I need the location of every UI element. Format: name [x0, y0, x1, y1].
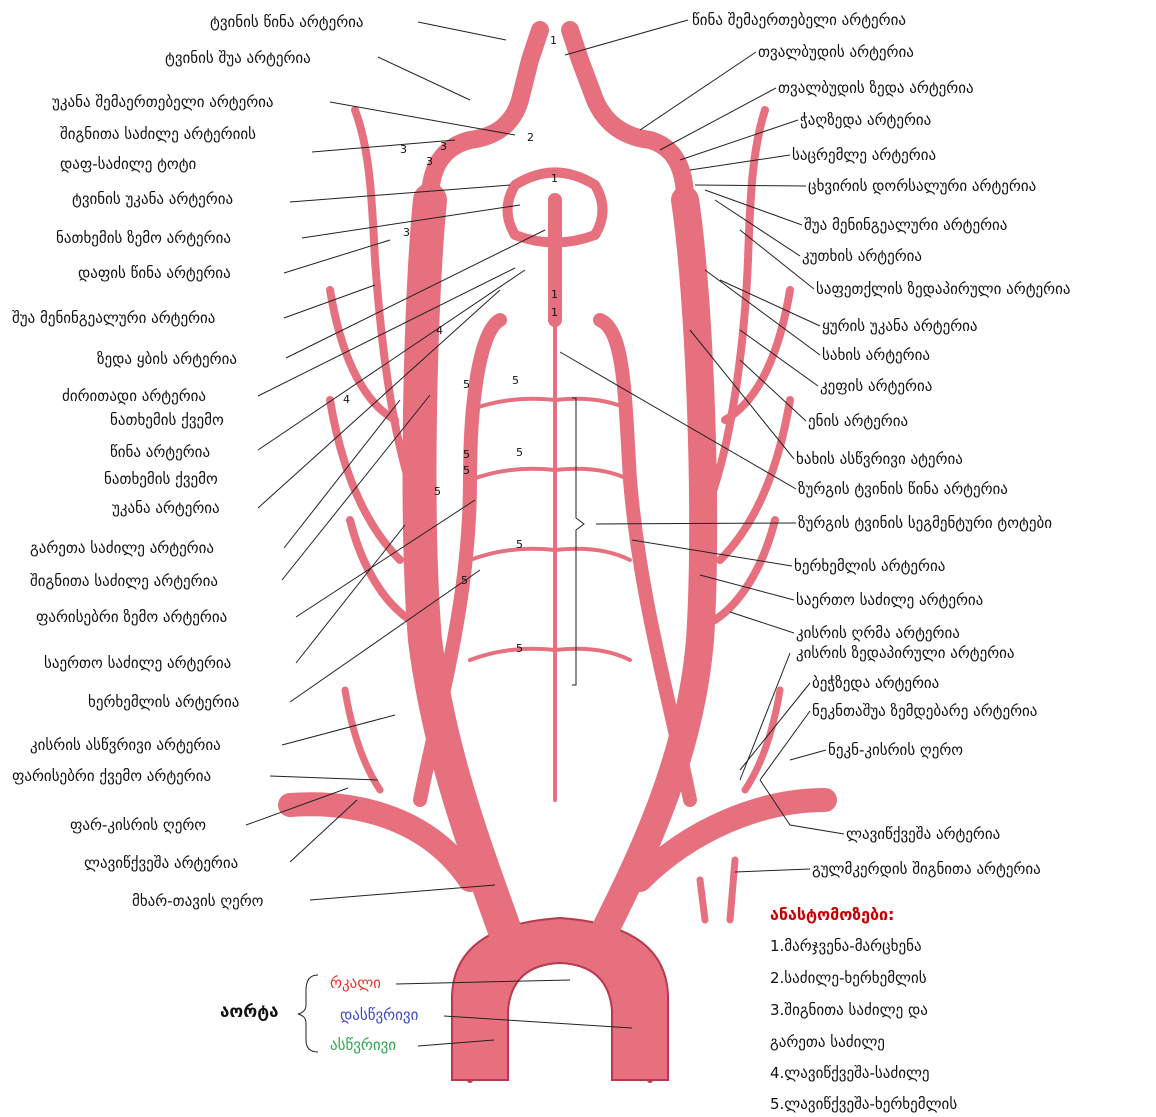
legend-item: 3.შიგნითა საძილე და [770, 1001, 928, 1019]
label-right: ნეკნთაშუა ზემდებარე არტერია [812, 702, 1037, 720]
label-left: ფარისებრი ზემო არტერია [36, 608, 227, 626]
label-left: დაფ-საძილე ტოტი [60, 155, 197, 173]
right-labels: წინა შემაერთებელი არტერია თვალბუდის არტე… [692, 11, 1070, 878]
label-right: ზურგის ტვინის წინა არტერია [798, 480, 1008, 498]
number-marker: 5 [516, 538, 523, 551]
label-left: ლავიწქვეშა არტერია [84, 854, 238, 872]
aorta-labels: აორტა რკალი დასწვრივი ასწვრივი [220, 974, 632, 1054]
label-right: საფეთქლის ზედაპირული არტერია [816, 280, 1070, 298]
number-marker: 5 [434, 485, 441, 498]
label-left: მხარ-თავის ღერო [132, 892, 264, 910]
number-marker: 5 [516, 642, 523, 655]
label-right: საცრემლე არტერია [792, 146, 936, 164]
label-right: ენის არტერია [808, 412, 908, 430]
label-left: ძირითადი არტერია [62, 387, 206, 405]
label-left: უკანა შემაერთებელი არტერია [52, 93, 274, 111]
label-right: ჭაღზედა არტერია [800, 111, 931, 129]
label-right: თვალბუდის ზედა არტერია [778, 79, 974, 97]
label-left: ფარისებრი ქვემო არტერია [12, 767, 211, 785]
label-left: საერთო საძილე არტერია [44, 654, 231, 672]
label-left: უკანა არტერია [112, 499, 220, 517]
label-left: ხერხემლის არტერია [88, 693, 239, 711]
neck-branches [345, 690, 780, 920]
aortic-arch-fill [452, 918, 668, 1080]
label-right: კუთხის არტერია [802, 247, 922, 265]
left-vertebral [600, 320, 690, 800]
number-marker: 5 [463, 378, 470, 391]
right-subclavian [290, 804, 470, 880]
segmental-bracket [572, 398, 584, 685]
label-right: საერთო საძილე არტერია [796, 591, 983, 609]
internal-carotid-right-top [430, 30, 540, 200]
label-right: ხერხემლის არტერია [794, 557, 945, 575]
label-left: ტვინის შუა არტერია [165, 49, 311, 67]
label-right: ზურგის ტვინის სეგმენტური ტოტები [798, 514, 1052, 532]
right-external-branches [330, 110, 415, 620]
label-right: ლავიწქვეშა არტერია [846, 825, 1000, 843]
aorta-brace [298, 975, 318, 1052]
label-left: დაფის წინა არტერია [78, 264, 231, 282]
number-marker: 5 [463, 464, 470, 477]
number-marker: 4 [343, 393, 350, 406]
label-right: კეფის არტერია [820, 377, 932, 395]
number-marker: 5 [512, 374, 519, 387]
left-external-branches [710, 110, 790, 620]
label-right: კისრის ღრმა არტერია [796, 624, 960, 642]
number-marker: 1 [551, 306, 558, 319]
number-marker: 3 [440, 140, 447, 153]
aorta-title: აორტა [220, 1002, 279, 1022]
legend-item: გარეთა საძილე [770, 1033, 885, 1051]
number-marker: 3 [426, 155, 433, 168]
number-marker: 5 [516, 446, 523, 459]
legend-item: 4.ლავიწქვეშა-საძილე [770, 1064, 930, 1082]
number-marker: 2 [527, 131, 534, 144]
label-left: ტვინის უკანა არტერია [72, 190, 233, 208]
number-marker: 5 [463, 448, 470, 461]
legend-title: ანასტომოზები: [770, 905, 894, 924]
left-leader-lines [246, 22, 545, 900]
label-right: ხახის ასწვრივი ატერია [796, 450, 963, 468]
label-right: ბეჭზედა არტერია [812, 674, 939, 692]
label-right: კისრის ზედაპირული არტერია [796, 644, 1015, 662]
number-marker: 3 [403, 226, 410, 239]
label-right: გულმკერდის შიგნითა არტერია [812, 860, 1041, 878]
label-left: შიგნითა საძილე არტერიის [60, 125, 256, 143]
legend-item: 5.ლავიწქვეშა-ხერხემლის [770, 1095, 957, 1113]
label-left: ნათხემის ზემო არტერია [56, 229, 231, 247]
label-left: კისრის ასწვრივი არტერია [30, 736, 221, 754]
number-marker: 1 [550, 34, 557, 47]
label-left: შუა მენინგეალური არტერია [12, 309, 215, 327]
aorta-descending-label: დასწვრივი [340, 1006, 419, 1024]
label-left: ზედა ყბის არტერია [97, 350, 237, 368]
legend-item: 2.საძილე-ხერხემლის [770, 969, 927, 987]
legend: ანასტომოზები: 1.მარჯვენა-მარცხენა 2.საძი… [770, 905, 957, 1113]
left-labels: ტვინის წინა არტერია ტვინის შუა არტერია უ… [12, 13, 364, 910]
aorta-ascending-label: ასწვრივი [330, 1036, 396, 1054]
label-left: ნათხემის ქვემო [104, 470, 218, 488]
label-left: ტვინის წინა არტერია [210, 13, 364, 31]
label-left: ფარ-კისრის ღერო [70, 816, 206, 834]
segmental-branches [470, 399, 630, 660]
label-left: ნათხემის ქვემო [110, 411, 224, 429]
number-marker: 1 [551, 288, 558, 301]
vessel-network [290, 30, 825, 1080]
label-left: გარეთა საძილე არტერია [30, 539, 214, 557]
label-right: ცხვირის დორსალური არტერია [808, 177, 1036, 195]
legend-item: 1.მარჯვენა-მარცხენა [770, 937, 922, 955]
label-right: შუა მენინგეალური არტერია [804, 216, 1007, 234]
label-left: შიგნითა საძილე არტერია [30, 572, 218, 590]
label-right: თვალბუდის არტერია [758, 43, 914, 61]
number-marker: 1 [551, 172, 558, 185]
label-left: წინა არტერია [110, 443, 210, 461]
label-right: სახის არტერია [822, 346, 930, 364]
aorta-arch-label: რკალი [330, 974, 381, 992]
label-right: ნეკნ-კისრის ღერო [828, 741, 963, 759]
label-right: წინა შემაერთებელი არტერია [692, 11, 906, 29]
anastomosis-numbers: 1 2 3 3 3 3 1 1 1 4 4 5 5 5 5 5 5 5 5 5 [343, 34, 558, 655]
internal-carotid-left-top [570, 30, 685, 200]
label-right: ყურის უკანა არტერია [822, 317, 978, 335]
